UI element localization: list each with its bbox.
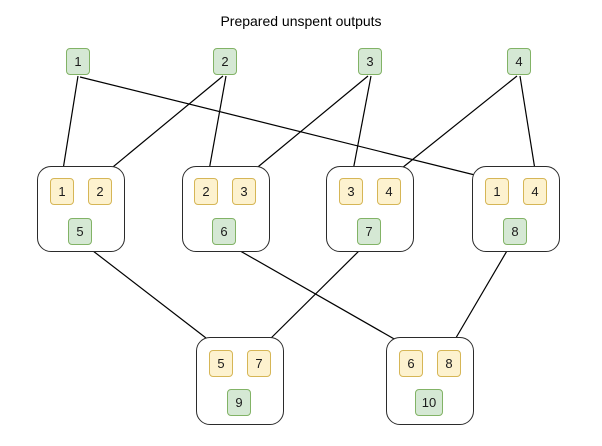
input-node-2[interactable]: 2 [88,178,112,205]
page-title: Prepared unspent outputs [220,13,382,29]
node-label: 10 [421,395,437,410]
node-label: 4 [385,184,393,199]
source-node-1[interactable]: 1 [66,48,90,75]
edge-src3-to-g2i2 [246,75,369,177]
edge-src4-to-g3i2 [391,75,518,177]
input-node-1[interactable]: 1 [485,178,509,205]
output-node-7[interactable]: 7 [357,218,381,245]
edge-src2-to-g1i2 [101,75,224,177]
node-label: 8 [511,224,519,239]
node-label: 1 [74,54,82,69]
node-label: 2 [221,54,229,69]
edge-src1-to-g4i1 [79,76,488,181]
node-label: 3 [347,184,355,199]
node-label: 3 [366,54,374,69]
input-node-6[interactable]: 6 [399,350,423,377]
input-node-7[interactable]: 7 [247,350,271,377]
node-label: 3 [240,184,248,199]
edges-group [59,75,539,349]
edge-src1-to-g1i1 [59,75,79,177]
node-label: 7 [255,356,263,371]
output-node-5[interactable]: 5 [68,218,92,245]
node-label: 8 [445,356,453,371]
edge-src4-to-g4i2 [519,75,539,177]
source-node-4[interactable]: 4 [507,48,531,75]
output-node-10[interactable]: 10 [415,389,443,416]
input-node-8[interactable]: 8 [437,350,461,377]
node-label: 2 [202,184,210,199]
edge-g2o1-to-g6i1 [227,243,411,349]
output-node-8[interactable]: 8 [503,218,527,245]
input-node-3[interactable]: 3 [339,178,363,205]
node-label: 1 [58,184,66,199]
input-node-3[interactable]: 3 [232,178,256,205]
node-label: 7 [365,224,373,239]
input-node-4[interactable]: 4 [523,178,547,205]
node-label: 5 [76,224,84,239]
node-label: 4 [515,54,523,69]
node-label: 6 [407,356,415,371]
input-node-2[interactable]: 2 [194,178,218,205]
input-node-1[interactable]: 1 [50,178,74,205]
input-node-4[interactable]: 4 [377,178,401,205]
source-node-2[interactable]: 2 [213,48,237,75]
output-node-9[interactable]: 9 [227,389,251,416]
source-node-3[interactable]: 3 [358,48,382,75]
input-node-5[interactable]: 5 [209,350,233,377]
node-label: 2 [96,184,104,199]
edge-g4o1-to-g6i2 [449,243,512,349]
node-label: 1 [493,184,501,199]
edge-g3o1-to-g5i2 [260,243,367,349]
node-label: 4 [531,184,539,199]
node-label: 5 [217,356,225,371]
output-node-6[interactable]: 6 [212,218,236,245]
edge-src2-to-g2i1 [205,75,227,177]
node-label: 9 [235,395,243,410]
edge-g1o1-to-g5i1 [83,243,220,349]
node-label: 6 [220,224,228,239]
edge-src3-to-g3i1 [349,75,372,177]
